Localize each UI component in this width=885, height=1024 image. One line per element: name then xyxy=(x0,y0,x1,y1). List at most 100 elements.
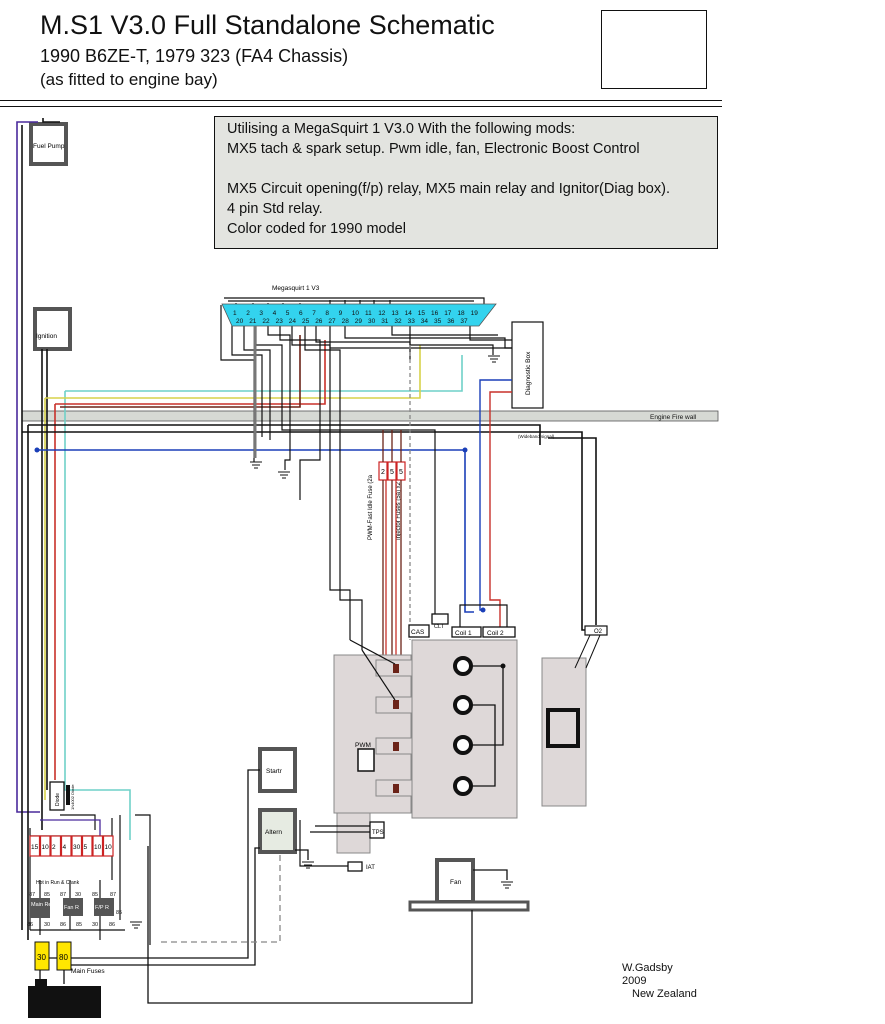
wire-wideband xyxy=(22,431,590,631)
wire-spark xyxy=(471,665,504,787)
ecu-pin-bottom: 23 xyxy=(276,318,284,325)
tps-label: TPS xyxy=(372,830,384,836)
ecu-pin-bottom: 29 xyxy=(355,318,363,325)
middle-fuse-block: 2 5 5 xyxy=(378,461,406,481)
fuse-rating: 4 xyxy=(63,844,67,851)
fuse xyxy=(50,835,62,857)
wire-black-ground xyxy=(27,424,541,940)
wire-brown-left xyxy=(60,335,301,408)
page-title: M.S1 V3.0 Full Standalone Schematic xyxy=(40,10,495,40)
relay-block: Main Relay Fan R F/P R 87 85 87 30 85 87… xyxy=(27,892,122,928)
fuse-rating: 15 xyxy=(31,844,39,851)
diode-block-label: Diode xyxy=(55,793,61,806)
fuse-rating: 10 xyxy=(105,844,113,851)
starter-label: Startr xyxy=(266,768,283,775)
wire-tps xyxy=(299,820,370,867)
ecu-pin-top: 18 xyxy=(457,310,465,317)
ecu-pin-bottom: 21 xyxy=(249,318,257,325)
ecu-pin-bottom: 33 xyxy=(408,318,416,325)
relay-pin: 30 xyxy=(92,922,98,928)
relay-pin: 85 xyxy=(116,910,122,916)
middle-fuse-rating: 5 xyxy=(399,469,403,476)
clt-sensor xyxy=(431,613,449,625)
fuse-rating: 10 xyxy=(94,844,102,851)
ignition-switch xyxy=(33,307,72,351)
coil-1 xyxy=(451,626,482,638)
fuse-rating: 5 xyxy=(84,844,88,851)
wire-alternator-ground xyxy=(295,849,309,860)
relay-pin: 86 xyxy=(60,922,66,928)
title-rule-upper xyxy=(0,100,722,101)
relay-pin: 86 xyxy=(27,922,33,928)
ecu-pin-top: 8 xyxy=(325,310,329,317)
diagnostic-box-label: Diagnostic Box xyxy=(525,351,532,395)
wideband-label: (Wideband signal) xyxy=(518,434,555,439)
fuel-pump-relay xyxy=(94,898,114,916)
diode xyxy=(66,785,70,805)
fuel-pump xyxy=(29,122,68,166)
ecu-pin-bottom: 37 xyxy=(460,318,468,325)
ground-symbol xyxy=(501,881,513,889)
battery xyxy=(28,986,101,1018)
ecu-wire-bundle xyxy=(220,297,521,650)
wire-fan-feed xyxy=(147,846,473,1004)
exhaust-port xyxy=(546,708,580,748)
fuse xyxy=(71,835,83,857)
injector-fuse-label: Injector Fuses (5a) x2 xyxy=(396,481,402,540)
main-fuse-block: 30 80 xyxy=(34,941,72,971)
fuse xyxy=(39,835,51,857)
main-fuse-30-label: 30 xyxy=(37,953,46,962)
fusebox-label: Hot in Run & Crank xyxy=(36,880,80,886)
author-country: New Zealand xyxy=(632,988,697,1000)
fuse xyxy=(60,835,72,857)
alternator xyxy=(258,808,297,854)
firewall-label: Engine Fire wall xyxy=(650,414,697,421)
fitment-subtitle: (as fitted to engine bay) xyxy=(40,70,218,89)
main-fuse-30 xyxy=(34,941,50,971)
ecu-pin-top: 17 xyxy=(444,310,452,317)
fuse-rating: 30 xyxy=(73,844,81,851)
ecu-pin-top: 5 xyxy=(286,310,290,317)
wire-alternator xyxy=(62,847,260,966)
fuse-rating: 2 xyxy=(52,844,56,851)
relay-pin: 86 xyxy=(109,922,115,928)
relay-pin: 87 xyxy=(29,892,35,898)
coil-1-label: Coil 1 xyxy=(455,630,472,637)
ecu-pin-top: 14 xyxy=(405,310,413,317)
ignition-label: Ignition xyxy=(36,333,57,340)
ecu-pin-top: 7 xyxy=(312,310,316,317)
fuse xyxy=(102,835,114,857)
wire-fan-ground xyxy=(473,869,508,880)
wire-red-left xyxy=(54,340,326,780)
ecu-pin-top: 16 xyxy=(431,310,439,317)
ground-symbol xyxy=(130,921,142,929)
wire-red-coil xyxy=(489,391,512,628)
fuel-pump-label: Fuel Pump xyxy=(33,143,65,150)
ecu-pin-bottom: 22 xyxy=(262,318,270,325)
notes-line: MX5 tach & spark setup. Pwm idle, fan, E… xyxy=(227,141,640,157)
ecu-pin-bottom: 26 xyxy=(315,318,323,325)
relay-pin: 85 xyxy=(92,892,98,898)
main-fuse-80-label: 80 xyxy=(59,953,68,962)
fuse xyxy=(29,835,41,857)
wire-right-black xyxy=(548,437,597,625)
relay-pin: 87 xyxy=(110,892,116,898)
ecu-pin-top: 3 xyxy=(259,310,263,317)
iat-label: IAT xyxy=(366,865,375,871)
wire-blue-signal xyxy=(37,449,474,613)
pwm-valve xyxy=(357,748,375,772)
radiator-fan xyxy=(435,858,475,904)
relay-pin: 30 xyxy=(44,922,50,928)
ecu-pin-bottom: 34 xyxy=(421,318,429,325)
battery-terminal xyxy=(35,979,47,987)
ecu-pin-top: 6 xyxy=(299,310,303,317)
injector xyxy=(393,664,399,793)
ecu-pin-top: 9 xyxy=(339,310,343,317)
main-relay-label: Main Relay xyxy=(31,902,59,908)
fuse xyxy=(81,835,93,857)
notes-line: 4 pin Std relay. xyxy=(227,201,323,217)
fan-label: Fan xyxy=(450,879,462,886)
wire-cyan xyxy=(64,355,463,840)
relay-pin: 30 xyxy=(75,892,81,898)
junction xyxy=(480,607,486,613)
